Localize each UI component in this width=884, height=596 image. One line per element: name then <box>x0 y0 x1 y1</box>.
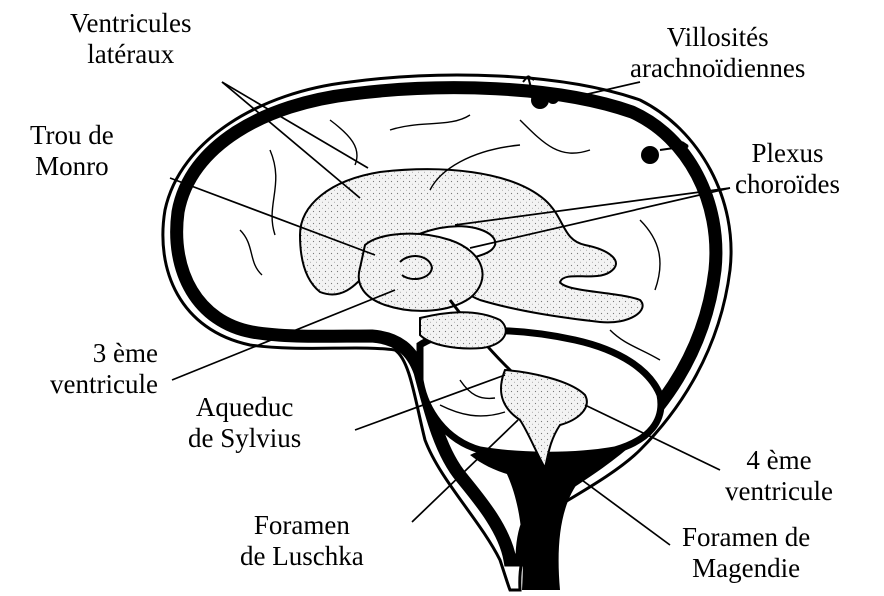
label-line: Plexus <box>735 138 840 169</box>
label-ventricules-lateraux: Ventricules latéraux <box>70 8 191 70</box>
label-villosites: Villosités arachnoïdiennes <box>630 22 805 84</box>
label-line: Magendie <box>682 553 810 584</box>
label-line: Aqueduc <box>188 392 301 423</box>
label-line: latéraux <box>70 39 191 70</box>
third-ventricle <box>359 234 483 311</box>
label-foramen-de-magendie: Foramen de Magendie <box>682 522 810 584</box>
label-line: Trou de <box>30 120 114 151</box>
label-line: choroïdes <box>735 169 840 200</box>
label-line: arachnoïdiennes <box>630 53 805 84</box>
label-foramen-de-luschka: Foramen de Luschka <box>240 510 364 572</box>
label-quatrieme-ventricule: 4 ème ventricule <box>725 445 833 507</box>
label-line: Ventricules <box>70 8 191 39</box>
label-line: Foramen de <box>682 522 810 553</box>
label-line: Villosités <box>630 22 805 53</box>
label-trou-de-monro: Trou de Monro <box>30 120 114 182</box>
label-troisieme-ventricule: 3 ème ventricule <box>8 338 158 400</box>
label-line: de Luschka <box>240 541 364 572</box>
label-plexus-choroides: Plexus choroïdes <box>735 138 840 200</box>
label-line: Foramen <box>240 510 364 541</box>
label-line: Monro <box>30 151 114 182</box>
temporal-horn <box>420 312 506 348</box>
label-line: de Sylvius <box>188 423 301 454</box>
label-line: 3 ème <box>8 338 158 369</box>
label-aqueduc-de-sylvius: Aqueduc de Sylvius <box>188 392 301 454</box>
label-line: 4 ème <box>725 445 833 476</box>
label-line: ventricule <box>725 476 833 507</box>
label-line: ventricule <box>8 369 158 400</box>
